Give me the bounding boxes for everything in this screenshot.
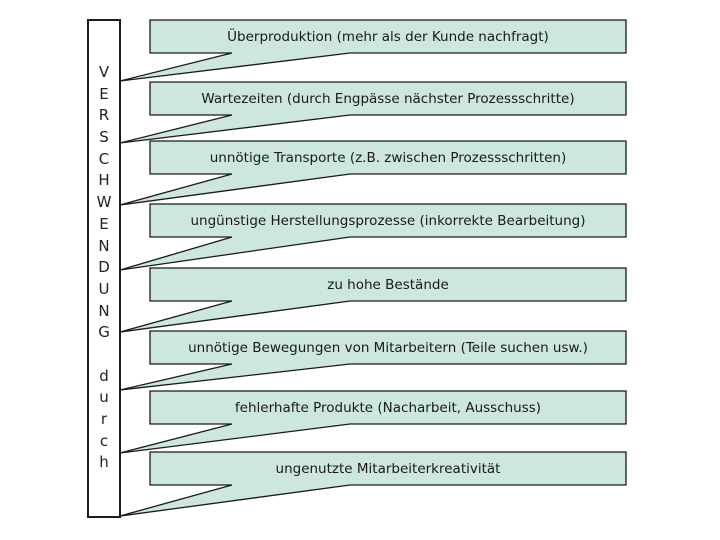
callout-label: ungünstige Herstellungsprozesse (inkorre… <box>190 212 586 229</box>
callout-box <box>119 140 627 206</box>
callout-label: unnötige Transporte (z.B. zwischen Proze… <box>209 149 567 166</box>
callout-label: fehlerhafte Produkte (Nacharbeit, Aussch… <box>234 399 542 416</box>
vertical-title-bar <box>87 19 121 518</box>
vertical-letter: S <box>99 128 109 147</box>
vertical-letter: E <box>99 214 109 233</box>
vertical-letter: u <box>99 388 109 407</box>
callout-label: ungenutzte Mitarbeiterkreativität <box>275 460 501 477</box>
vertical-letter: W <box>96 193 112 212</box>
callout-label: Wartezeiten (durch Engpässe nächster Pro… <box>201 90 575 107</box>
callout-box <box>119 19 627 82</box>
vertical-letter: r <box>100 410 108 428</box>
vertical-letter: N <box>98 301 110 320</box>
vertical-letter: C <box>98 149 110 168</box>
callout-label: Überproduktion (mehr als der Kunde nachf… <box>227 28 549 45</box>
vertical-letter: U <box>98 279 110 298</box>
callout-box <box>119 390 627 454</box>
vertical-letter: N <box>98 236 110 255</box>
vertical-letter: R <box>98 106 110 125</box>
callout-box <box>119 203 627 271</box>
callout-box <box>119 330 627 391</box>
callout-box <box>119 451 627 517</box>
vertical-letter: V <box>98 63 110 81</box>
vertical-letter: G <box>98 323 110 342</box>
vertical-letter: d <box>99 366 109 385</box>
vertical-letter: D <box>98 258 110 277</box>
callout-box <box>119 267 627 333</box>
vertical-letter: c <box>99 431 109 450</box>
vertical-letter: h <box>99 453 109 472</box>
vertical-letter: H <box>98 171 110 190</box>
callout-label: unnötige Bewegungen von Mitarbeitern (Te… <box>188 339 588 356</box>
callout-box <box>119 81 627 144</box>
vertical-letter: E <box>99 84 109 103</box>
callout-label: zu hohe Bestände <box>327 276 449 293</box>
